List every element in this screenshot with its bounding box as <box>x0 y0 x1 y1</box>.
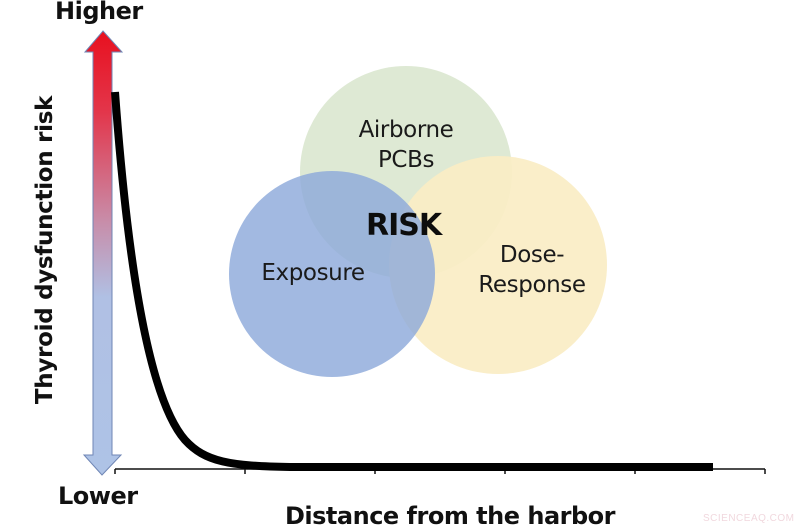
venn-label-line: Airborne <box>358 117 454 143</box>
venn-label-exposure: Exposure <box>248 258 378 288</box>
venn-label-airborne-pcbs: Airborne PCBs <box>346 115 466 175</box>
venn-label-dose-response: Dose- Response <box>462 240 602 300</box>
risk-decay-curve <box>111 91 713 471</box>
venn-label-line: PCBs <box>377 147 435 173</box>
venn-center-risk-label: RISK <box>366 208 442 243</box>
risk-gradient-arrow <box>82 30 124 476</box>
venn-label-line: Exposure <box>261 260 365 286</box>
watermark: SCIENCEAQ.COM <box>703 513 795 524</box>
venn-circle-exposure <box>229 171 435 377</box>
venn-label-line: Dose- <box>499 242 565 268</box>
venn-diagram <box>229 66 607 377</box>
x-axis-title: Distance from the harbor <box>285 502 616 530</box>
y-axis-higher-label: Higher <box>55 0 143 25</box>
y-axis-lower-label: Lower <box>58 482 138 510</box>
venn-label-line: Response <box>478 272 586 298</box>
venn-circle-dose-response <box>389 156 607 374</box>
y-axis-title: Thyroid dysfunction risk <box>32 95 58 405</box>
